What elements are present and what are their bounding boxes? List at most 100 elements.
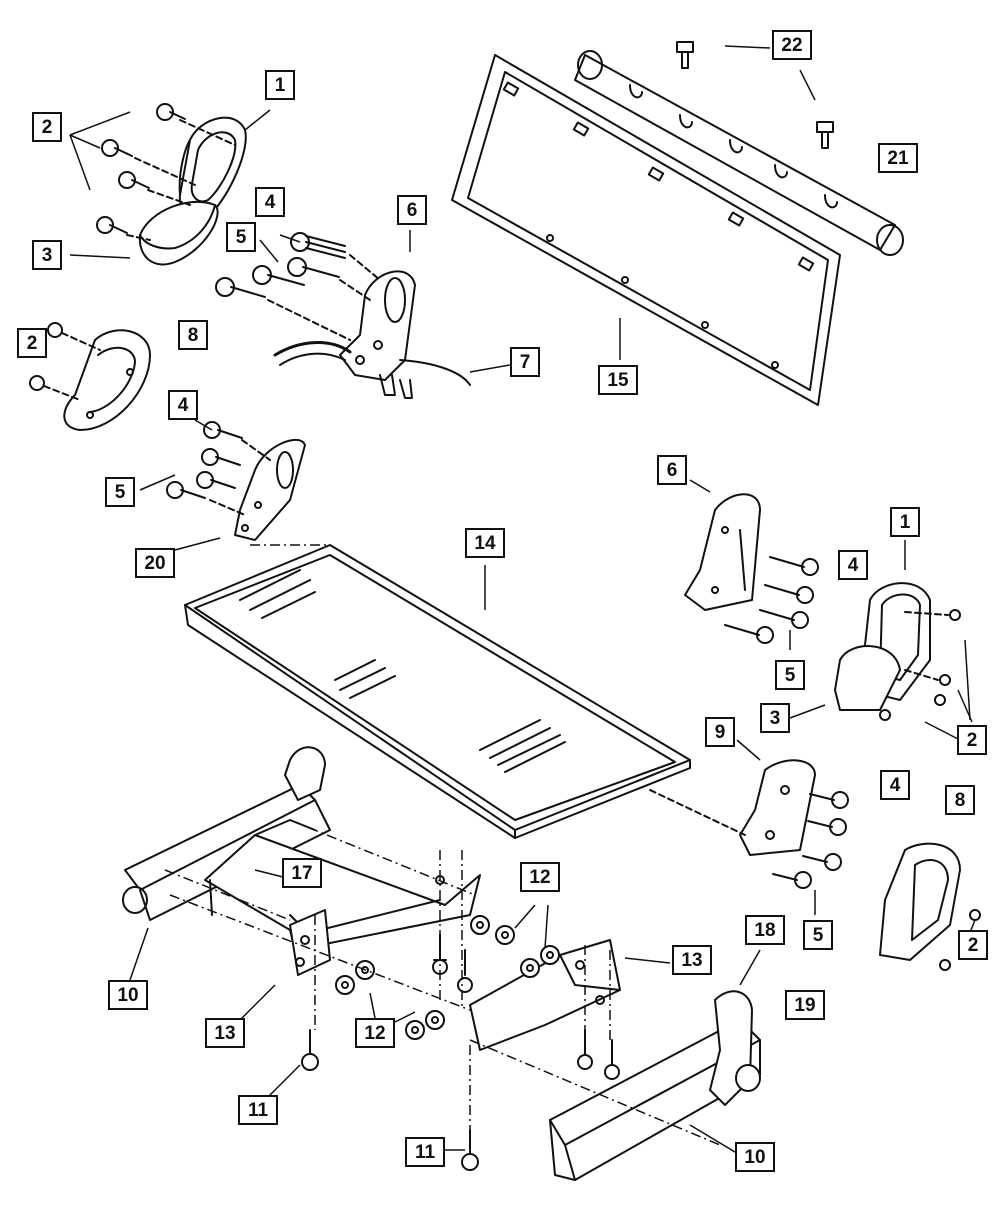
bracket-part-13-left <box>289 909 331 976</box>
bolt <box>156 103 186 121</box>
fasteners-parts-11-12-left <box>301 915 515 1071</box>
callout-17: 17 <box>282 858 322 888</box>
bracket-part-9 <box>649 759 849 889</box>
callout-5: 5 <box>105 477 135 507</box>
callout-13: 13 <box>205 1018 245 1048</box>
nut <box>425 1010 445 1030</box>
callout-4: 4 <box>838 550 868 580</box>
bolt <box>764 584 814 604</box>
bolt <box>47 322 63 338</box>
bolt <box>101 139 133 157</box>
callout-2: 2 <box>958 930 988 960</box>
recliner-bracket-part-6-right <box>684 493 819 644</box>
leader-lines <box>69 45 976 1156</box>
screw <box>879 709 891 721</box>
bolt <box>196 471 236 489</box>
screw <box>939 674 951 686</box>
callout-6: 6 <box>657 455 687 485</box>
bolt <box>604 1039 620 1080</box>
screw <box>676 41 694 69</box>
bolt <box>301 1029 319 1071</box>
callout-5: 5 <box>226 222 256 252</box>
bolt <box>809 791 849 809</box>
nut <box>405 1020 425 1040</box>
rear-panel-part-15 <box>451 54 841 406</box>
bolt <box>287 257 340 278</box>
screw <box>816 121 834 149</box>
callout-4: 4 <box>255 187 285 217</box>
bolt <box>759 609 809 629</box>
screw <box>934 694 946 706</box>
nut <box>520 958 540 978</box>
alignment-lines <box>164 544 721 1146</box>
callout-5: 5 <box>803 920 833 950</box>
bolt <box>29 375 45 391</box>
bolt <box>461 1129 479 1171</box>
bolt <box>252 265 305 286</box>
screw <box>939 959 951 971</box>
screw <box>949 609 961 621</box>
bolts-part-2-upper-left <box>96 103 236 241</box>
seat-cushion-part-14 <box>184 544 691 839</box>
callout-19: 19 <box>785 990 825 1020</box>
side-shield-part-8-right <box>879 842 981 971</box>
callout-3: 3 <box>760 703 790 733</box>
callout-12: 12 <box>520 862 560 892</box>
callout-1: 1 <box>890 507 920 537</box>
bolt <box>802 853 842 871</box>
shield-part-3-right <box>834 609 961 721</box>
recliner-bracket-part-6-left <box>273 270 471 399</box>
nut <box>540 945 560 965</box>
bolt <box>577 1029 593 1070</box>
callout-7: 7 <box>510 347 540 377</box>
callout-10: 10 <box>735 1142 775 1172</box>
shield-part-3-left <box>138 200 219 266</box>
callout-14: 14 <box>465 528 505 558</box>
bolt <box>290 232 346 259</box>
callout-18: 18 <box>745 915 785 945</box>
callout-12: 12 <box>355 1018 395 1048</box>
callout-21: 21 <box>878 143 918 173</box>
callout-8: 8 <box>178 320 208 350</box>
callout-3: 3 <box>32 240 62 270</box>
screw <box>969 909 981 921</box>
side-shield-part-8-left <box>29 322 151 431</box>
callout-15: 15 <box>598 365 638 395</box>
bolt <box>724 624 774 644</box>
bolt <box>215 277 266 298</box>
bolt <box>118 171 150 189</box>
callout-13: 13 <box>672 945 712 975</box>
callout-2: 2 <box>32 112 62 142</box>
seat-rail-part-10-right <box>549 990 761 1181</box>
seat-frame-part-17 <box>204 819 481 951</box>
bolt <box>203 421 243 439</box>
callout-8: 8 <box>945 785 975 815</box>
bolt <box>769 556 819 576</box>
bolt <box>166 481 206 499</box>
callout-9: 9 <box>705 717 735 747</box>
nut <box>495 925 515 945</box>
bracket-part-13-right <box>405 939 621 1171</box>
callout-4: 4 <box>880 770 910 800</box>
nut <box>470 915 490 935</box>
callout-10: 10 <box>108 980 148 1010</box>
bolt <box>772 871 812 889</box>
callout-22: 22 <box>772 30 812 60</box>
callout-2: 2 <box>17 328 47 358</box>
bolt <box>807 818 847 836</box>
nut <box>335 975 355 995</box>
hinge-bar-part-21 <box>574 41 904 256</box>
callout-5: 5 <box>775 660 805 690</box>
bolts-parts-4-5-upper <box>215 232 381 341</box>
callout-4: 4 <box>168 390 198 420</box>
bolt <box>96 216 128 234</box>
callout-20: 20 <box>135 548 175 578</box>
pivot-bracket-part-20 <box>166 421 306 541</box>
bolt <box>201 448 241 466</box>
callout-11: 11 <box>238 1095 278 1125</box>
callout-2: 2 <box>957 725 987 755</box>
bolt <box>457 949 473 993</box>
callout-11: 11 <box>405 1137 445 1167</box>
callout-6: 6 <box>397 195 427 225</box>
